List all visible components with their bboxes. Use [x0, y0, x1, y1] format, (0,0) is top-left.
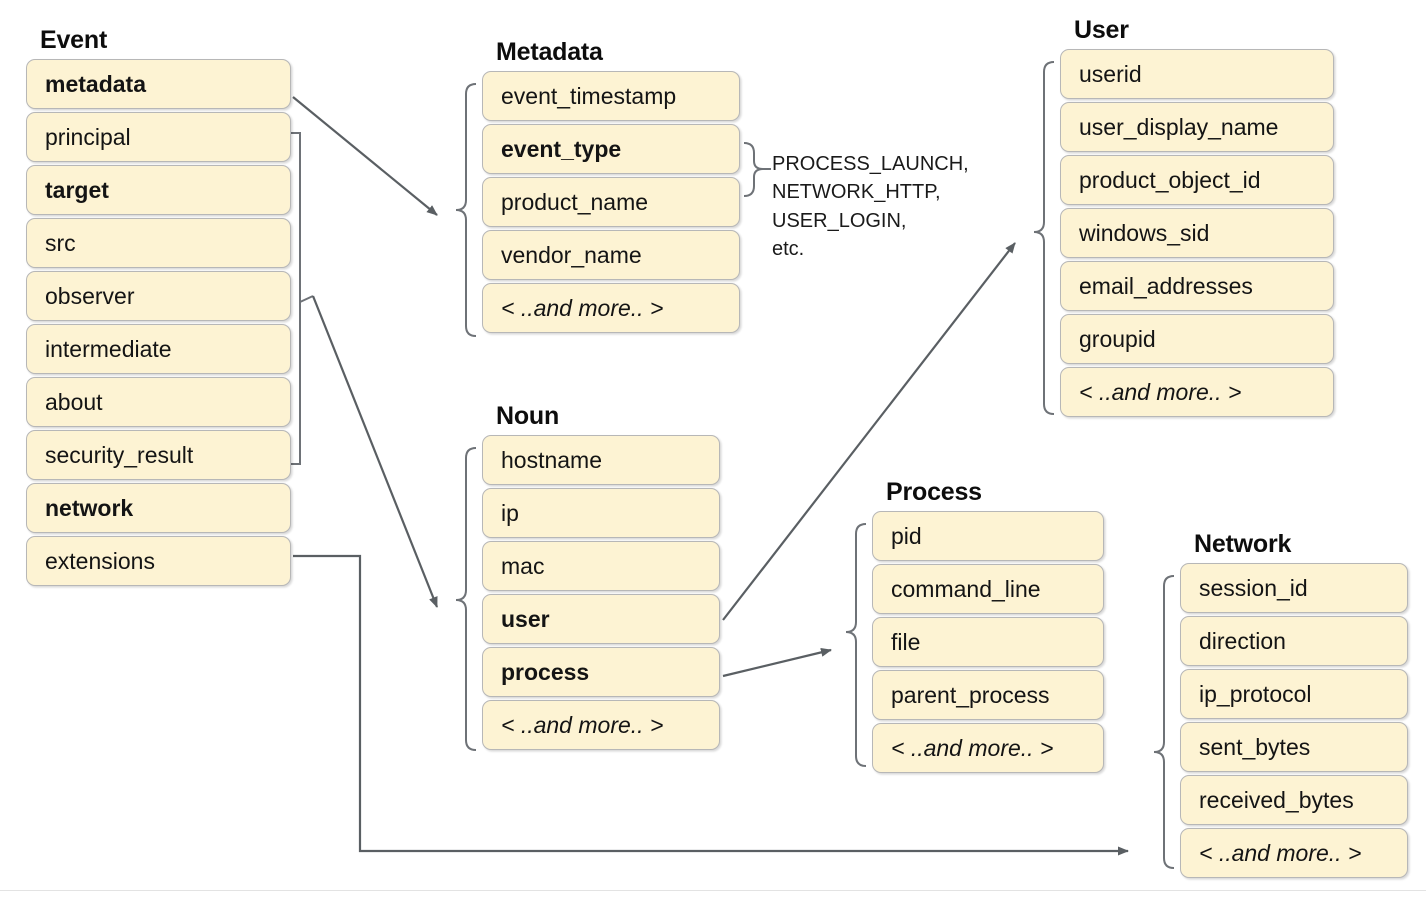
field-event-6[interactable]: about	[26, 377, 291, 427]
field-network-4[interactable]: received_bytes	[1180, 775, 1408, 825]
bracket-event-type-values	[743, 142, 771, 197]
field-noun-4[interactable]: process	[482, 647, 720, 697]
field-event-7[interactable]: security_result	[26, 430, 291, 480]
field-event-4[interactable]: observer	[26, 271, 291, 321]
field-noun-5[interactable]: < ..and more.. >	[482, 700, 720, 750]
bracket-metadata	[455, 83, 477, 337]
field-noun-1[interactable]: ip	[482, 488, 720, 538]
field-user-2[interactable]: product_object_id	[1060, 155, 1334, 205]
wire-noun	[311, 295, 439, 608]
field-network-2[interactable]: ip_protocol	[1180, 669, 1408, 719]
bracket-process	[845, 523, 867, 767]
field-network-5[interactable]: < ..and more.. >	[1180, 828, 1408, 878]
field-user-4[interactable]: email_addresses	[1060, 261, 1334, 311]
field-process-4[interactable]: < ..and more.. >	[872, 723, 1104, 773]
field-event-9[interactable]: extensions	[26, 536, 291, 586]
bracket-noun	[455, 447, 477, 751]
field-event-3[interactable]: src	[26, 218, 291, 268]
field-user-1[interactable]: user_display_name	[1060, 102, 1334, 152]
field-process-3[interactable]: parent_process	[872, 670, 1104, 720]
field-noun-0[interactable]: hostname	[482, 435, 720, 485]
bracket-network	[1153, 575, 1175, 869]
group-title-event: Event	[40, 26, 108, 54]
footer-divider	[0, 890, 1426, 891]
field-metadata-0[interactable]: event_timestamp	[482, 71, 740, 121]
field-event-2[interactable]: target	[26, 165, 291, 215]
field-process-1[interactable]: command_line	[872, 564, 1104, 614]
field-event-8[interactable]: network	[26, 483, 291, 533]
field-metadata-1[interactable]: event_type	[482, 124, 740, 174]
field-metadata-4[interactable]: < ..and more.. >	[482, 283, 740, 333]
field-event-0[interactable]: metadata	[26, 59, 291, 109]
bracket-event-nouns	[291, 132, 314, 465]
field-network-0[interactable]: session_id	[1180, 563, 1408, 613]
field-event-1[interactable]: principal	[26, 112, 291, 162]
field-network-3[interactable]: sent_bytes	[1180, 722, 1408, 772]
field-noun-2[interactable]: mac	[482, 541, 720, 591]
bracket-user	[1033, 61, 1055, 415]
field-user-6[interactable]: < ..and more.. >	[1060, 367, 1334, 417]
field-event-5[interactable]: intermediate	[26, 324, 291, 374]
field-process-0[interactable]: pid	[872, 511, 1104, 561]
field-process-2[interactable]: file	[872, 617, 1104, 667]
field-user-3[interactable]: windows_sid	[1060, 208, 1334, 258]
group-title-noun: Noun	[496, 402, 560, 430]
field-user-5[interactable]: groupid	[1060, 314, 1334, 364]
field-metadata-2[interactable]: product_name	[482, 177, 740, 227]
annotation-event-type-values: PROCESS_LAUNCH, NETWORK_HTTP, USER_LOGIN…	[772, 153, 969, 261]
field-network-1[interactable]: direction	[1180, 616, 1408, 666]
field-user-0[interactable]: userid	[1060, 49, 1334, 99]
wire-process	[722, 647, 832, 678]
field-noun-3[interactable]: user	[482, 594, 720, 644]
group-title-user: User	[1074, 16, 1129, 44]
field-metadata-3[interactable]: vendor_name	[482, 230, 740, 280]
wire-metadata	[292, 96, 438, 216]
group-title-metadata: Metadata	[496, 38, 603, 66]
group-title-process: Process	[886, 478, 982, 506]
group-title-network: Network	[1194, 530, 1292, 558]
